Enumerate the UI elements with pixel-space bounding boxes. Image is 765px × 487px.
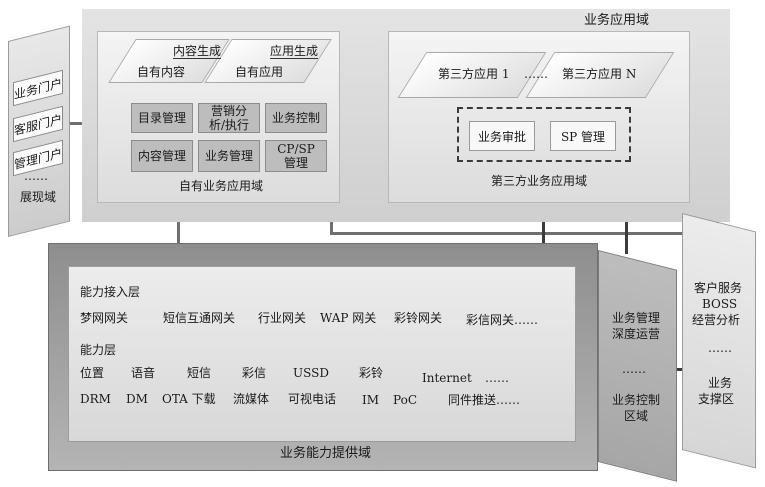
module-service-control: 业务控制 — [265, 103, 327, 133]
access-item-sms-gw: 短信互通网关 — [163, 311, 236, 325]
sp-management-box: SP 管理 — [550, 121, 616, 151]
module-catalog: 目录管理 — [131, 103, 193, 133]
cap-row1-dots: …… — [485, 371, 509, 385]
access-item-industry-gw: 行业网关 — [258, 311, 307, 325]
ctrl-line-1: 业务管理 — [612, 311, 661, 325]
cap-video-call: 可视电话 — [288, 392, 337, 406]
cap-location: 位置 — [80, 366, 105, 380]
cap-internet: Internet — [422, 371, 472, 385]
content-gen-label: 内容生成 — [173, 44, 222, 59]
access-item-ringback-gw: 彩铃网关 — [394, 311, 443, 325]
support-line-6: 支撑区 — [698, 392, 735, 406]
portal-dots: …… — [24, 169, 48, 183]
connector-bottom-horizontal — [330, 232, 690, 235]
cap-sms: 短信 — [187, 366, 212, 380]
ctrl-line-4: 业务控制 — [612, 393, 661, 407]
connector-own-capability — [177, 201, 180, 244]
cap-push: 同件推送…… — [448, 393, 521, 407]
own-domain-label: 自有业务应用域 — [179, 179, 264, 193]
support-line-2: BOSS — [702, 297, 738, 311]
module-content: 内容管理 — [131, 140, 193, 172]
connector-ctrl-support — [676, 368, 686, 371]
own-app-label: 自有应用 — [235, 65, 284, 79]
presentation-label: 展现域 — [20, 190, 57, 204]
ctrl-line-2: 深度运营 — [612, 327, 661, 341]
app-domain-title: 业务应用域 — [584, 13, 650, 28]
app-gen-label: 应用生成 — [270, 44, 319, 59]
module-business: 业务管理 — [198, 140, 260, 172]
ctrl-line-5: 区域 — [624, 409, 649, 423]
third-domain-label: 第三方业务应用域 — [491, 174, 588, 188]
third-app-1-label: 第三方应用 1 — [438, 67, 510, 81]
cap-ringback: 彩铃 — [359, 366, 384, 380]
support-line-5: 业务 — [708, 376, 733, 390]
own-content-label: 自有内容 — [137, 65, 186, 79]
cap-im: IM — [362, 393, 380, 407]
access-item-mms-gw: 彩信网关…… — [466, 313, 539, 327]
cap-mms: 彩信 — [242, 366, 267, 380]
support-line-1: 客户服务 — [694, 281, 743, 295]
capability-layer-title: 能力层 — [80, 343, 117, 357]
capability-domain-label: 业务能力提供域 — [280, 446, 372, 461]
third-app-n-label: 第三方应用 N — [562, 67, 637, 81]
cap-dm: DM — [126, 392, 148, 406]
cap-ota: OTA 下载 — [162, 392, 216, 406]
cap-voice: 语音 — [131, 366, 156, 380]
connector-third-control-a — [542, 201, 545, 254]
access-item-monternet: 梦网网关 — [80, 311, 129, 325]
cap-drm: DRM — [80, 392, 111, 406]
access-layer-title: 能力接入层 — [80, 285, 141, 299]
capability-inner-panel — [68, 266, 576, 442]
cap-ussd: USSD — [293, 366, 329, 380]
third-dashed-group — [457, 107, 631, 162]
cap-poc: PoC — [393, 393, 417, 407]
support-line-3: 经营分析 — [692, 313, 741, 327]
third-app-dots: …… — [524, 67, 548, 81]
connector-third-control-b — [625, 201, 628, 254]
module-marketing: 营销分析/执行 — [198, 103, 260, 133]
ctrl-line-3: …… — [622, 362, 646, 376]
service-approval-box: 业务审批 — [469, 121, 535, 151]
access-item-wap-gw: WAP 网关 — [320, 311, 377, 325]
support-line-4: …… — [708, 341, 732, 355]
cap-streaming: 流媒体 — [233, 392, 270, 406]
